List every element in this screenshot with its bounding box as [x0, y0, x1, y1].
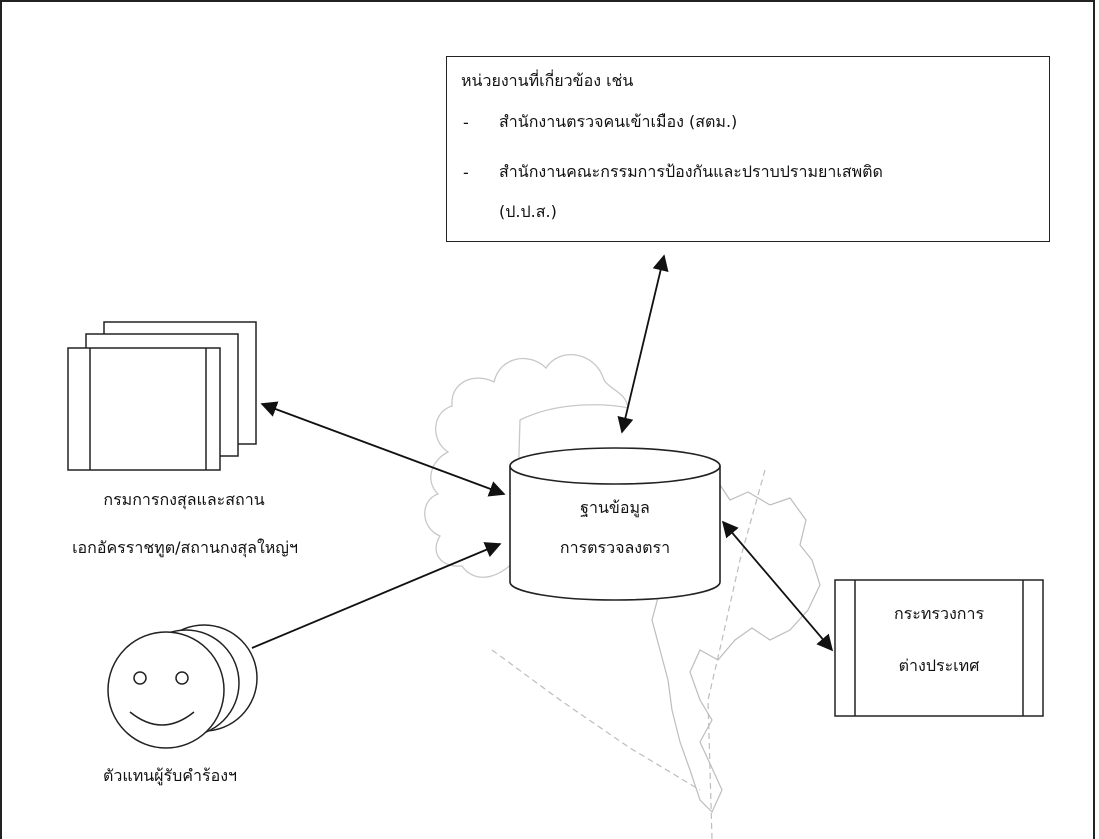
ministry-box [834, 579, 1044, 717]
agency-bullet-1: - [463, 113, 469, 132]
consular-label-line2: เอกอัครราชทูต/สถานกงสุลใหญ่ฯ [72, 538, 298, 557]
representative-smiley-icon [107, 624, 258, 749]
database-label-line2: การตรวจลงตรา [559, 538, 671, 557]
arrow-database-agencies [617, 254, 669, 434]
agency-bullet-2: - [463, 163, 469, 182]
ministry-label-line1: กระทรวงการ [893, 604, 985, 623]
agencies-box: หน่วยงานที่เกี่ยวข้อง เช่น - สำนักงานตรว… [446, 56, 1050, 242]
agencies-title: หน่วยงานที่เกี่ยวข้อง เช่น [461, 71, 634, 90]
consular-label-line1: กรมการกงสุลและสถาน [103, 490, 265, 509]
database-label-line1: ฐานข้อมูล [580, 498, 650, 517]
arrow-representative-database [251, 542, 502, 649]
database-cylinder-icon [509, 447, 721, 601]
agency-item-immigration: สำนักงานตรวจคนเข้าเมือง (สตม.) [499, 112, 738, 131]
agency-item-narcotics-abbr: (ป.ป.ส.) [499, 202, 557, 221]
ministry-label-line2: ต่างประเทศ [898, 656, 980, 675]
representative-label: ตัวแทนผู้รับคำร้องฯ [103, 766, 237, 785]
arrow-database-ministry [721, 520, 834, 652]
agency-item-narcotics: สำนักงานคณะกรรมการป้องกันและปราบปรามยาเส… [499, 162, 883, 181]
connectors [251, 254, 834, 652]
consular-documents-icon [67, 321, 257, 471]
arrow-consular-database [260, 401, 506, 497]
